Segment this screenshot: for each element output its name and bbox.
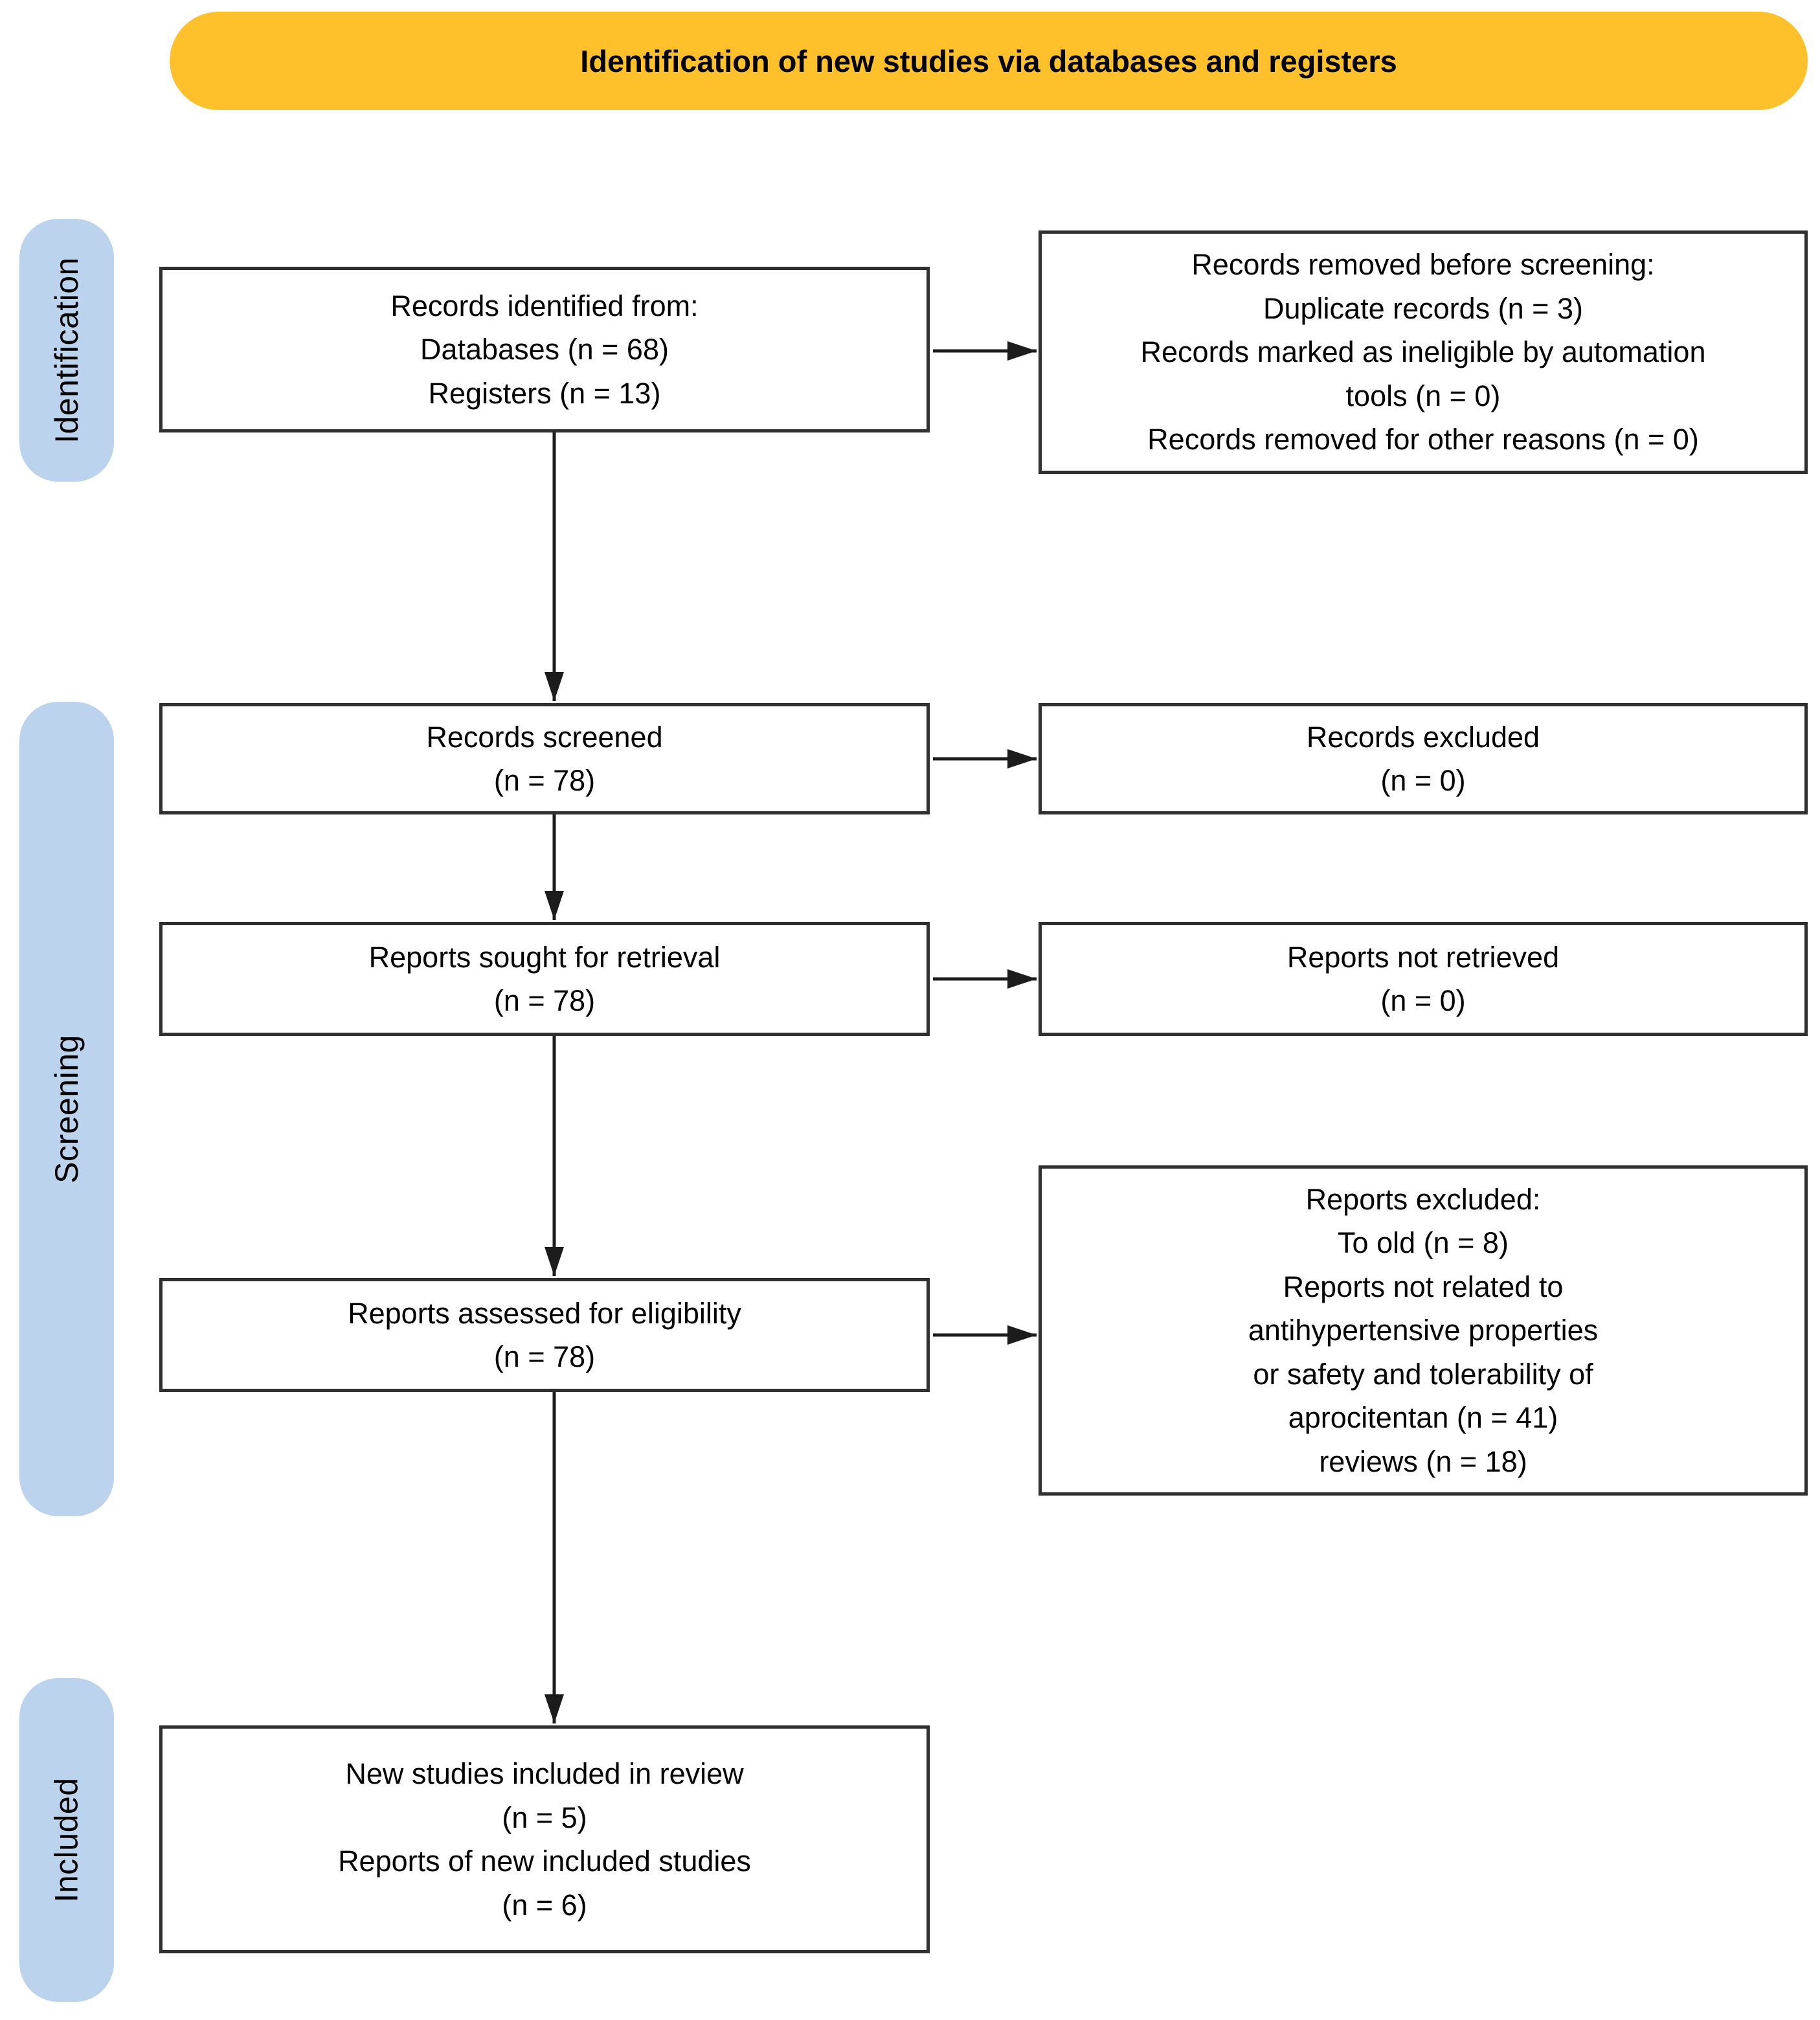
box-records-removed-text: Records removed before screening: Duplic…	[1140, 248, 1706, 456]
box-reports-assessed-text: Reports assessed for eligibility (n = 78…	[348, 1296, 741, 1374]
box-reports-assessed: Reports assessed for eligibility (n = 78…	[159, 1278, 930, 1392]
box-new-studies-included-text: New studies included in review (n = 5) R…	[338, 1757, 751, 1922]
box-reports-excluded: Reports excluded: To old (n = 8) Reports…	[1039, 1165, 1808, 1496]
title-banner: Identification of new studies via databa…	[170, 12, 1808, 110]
box-new-studies-included: New studies included in review (n = 5) R…	[159, 1725, 930, 1953]
box-records-identified-text: Records identified from: Databases (n = …	[390, 289, 699, 410]
box-records-identified: Records identified from: Databases (n = …	[159, 267, 930, 432]
box-records-screened-text: Records screened (n = 78)	[426, 720, 663, 798]
stage-label-included-text: Included	[49, 1777, 85, 1903]
box-records-screened: Records screened (n = 78)	[159, 703, 930, 814]
stage-label-screening: Screening	[19, 702, 114, 1516]
box-reports-excluded-text: Reports excluded: To old (n = 8) Reports…	[1248, 1182, 1599, 1478]
stage-label-identification-text: Identification	[49, 257, 85, 443]
box-reports-not-retrieved-text: Reports not retrieved (n = 0)	[1286, 940, 1560, 1018]
box-reports-sought: Reports sought for retrieval (n = 78)	[159, 922, 930, 1036]
title-banner-label: Identification of new studies via databa…	[580, 43, 1397, 78]
box-reports-sought-text: Reports sought for retrieval (n = 78)	[368, 940, 721, 1018]
box-reports-not-retrieved: Reports not retrieved (n = 0)	[1039, 922, 1808, 1036]
stage-label-screening-text: Screening	[49, 1035, 85, 1184]
stage-label-identification: Identification	[19, 219, 114, 482]
box-records-excluded-text: Records excluded (n = 0)	[1306, 720, 1540, 798]
box-records-removed: Records removed before screening: Duplic…	[1039, 230, 1808, 474]
box-records-excluded: Records excluded (n = 0)	[1039, 703, 1808, 814]
stage-label-included: Included	[19, 1678, 114, 2002]
